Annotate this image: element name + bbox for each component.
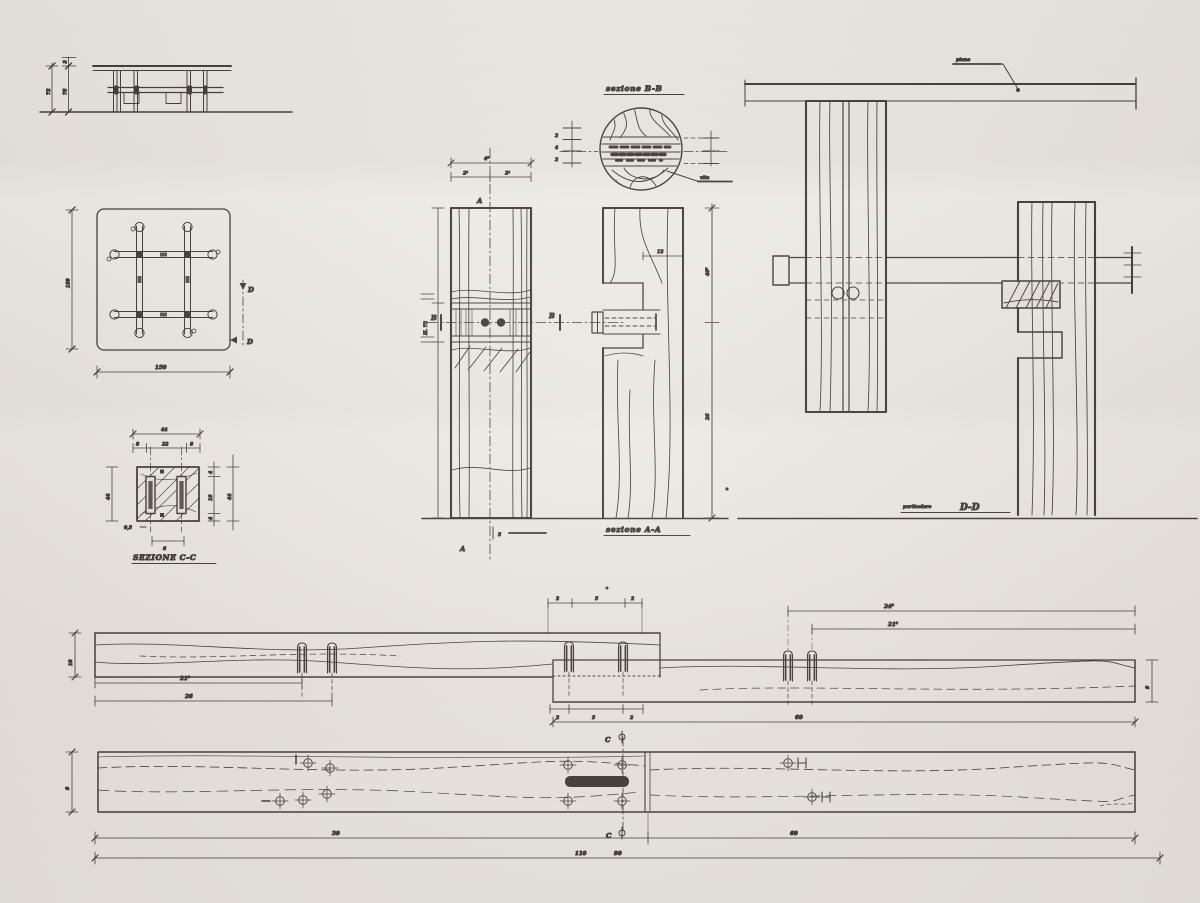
aa-notch-dim: 12	[657, 249, 663, 255]
lower-rail-view: C C 9 30 60 110 90	[65, 586, 1163, 865]
elevation-height-dim: 72	[46, 89, 52, 95]
tabletop-leader-label: piano	[956, 57, 970, 63]
detail-dd-view: piano	[738, 57, 1197, 519]
rail1-grain	[95, 641, 1135, 690]
rail1-lap-bottom-dim-2: 5	[592, 715, 595, 721]
section-b-marker-left: B	[430, 314, 437, 322]
upper-rail-view: 10 21³ 26 2 5 2 2 5 2 24⁵ 21⁵ 6	[68, 596, 1158, 727]
rail1-lap-top-dim-1: 2	[555, 596, 559, 602]
section-aa-board: 12	[592, 208, 683, 518]
rail1-dim-26: 26	[184, 694, 193, 700]
cc-right-dim-2: 18	[208, 494, 214, 501]
bb-left-dim-2: 4	[555, 145, 558, 151]
rail1-lap-bottom-dim-1: 2	[555, 715, 559, 721]
rail2-dim-110: 110	[575, 851, 587, 857]
rail2-dim-90: 90	[614, 851, 622, 857]
cc-top-dim: 44	[161, 427, 167, 433]
aa-right-dim-lower: 26	[705, 413, 711, 421]
section-b-marker-right: B	[548, 312, 555, 320]
cc-bottom-dim-2: 8	[163, 546, 167, 552]
front-elevation-view: 72 3 75	[40, 57, 292, 115]
screw-glyph-2	[822, 792, 830, 802]
section-a-marker-top: A	[476, 197, 482, 205]
cc-sub-dim-1: 8	[136, 442, 140, 448]
leg-grain	[452, 208, 530, 518]
rail1-right-dim-24: 24⁵	[883, 603, 895, 610]
cc-right-dim-3: 4	[208, 517, 214, 520]
cc-hatching	[137, 467, 199, 521]
bb-screw-label: vite	[700, 175, 710, 181]
elevation-top-thickness-dim: 3	[63, 60, 69, 64]
cc-right-total-dim: 44	[227, 494, 233, 500]
section-a-marker-bottom: A	[459, 545, 465, 553]
rail1-width-dim: 60	[795, 715, 803, 721]
rail2-height-dim: 9	[65, 786, 71, 790]
section-c-marker-bottom: C	[606, 832, 612, 840]
bb-left-dim-3: 2	[554, 157, 558, 163]
elevation-total-height-dim: 75	[63, 89, 69, 95]
rail1-lap-bottom-dim-3: 2	[629, 715, 633, 721]
section-c-marker-top: C	[605, 736, 611, 744]
section-aa-title: sezione A-A	[606, 525, 661, 534]
dd-left-leg-grain	[820, 101, 878, 412]
section-aa-group: B B 4⁵ 2¹ 2¹ A H. 72 A 5	[421, 148, 729, 560]
bb-wood-grain	[599, 108, 683, 192]
rail1-right-dim-21: 21⁵	[887, 621, 899, 628]
rail1-height-dim: 10	[68, 659, 74, 666]
cc-sub-dim-3: 8	[190, 442, 194, 448]
bolt-dots	[114, 85, 208, 95]
dd-right-leg-grain	[1032, 202, 1088, 515]
detail-dd-title: D-D	[959, 503, 980, 513]
section-cc-title: SEZIONE C-C	[133, 553, 196, 562]
joint-nubs	[136, 251, 191, 318]
plan-width-dim: 150	[155, 365, 167, 371]
aa-half-dim-2: 2¹	[504, 171, 510, 177]
rail2-dim-60: 60	[790, 831, 798, 837]
rail1-lap-top-dim-2: 5	[595, 596, 598, 602]
cc-right-dim-1: 4	[208, 471, 214, 474]
section-d-marker-bottom: D	[246, 338, 253, 346]
cc-left-dim: 44	[106, 494, 112, 500]
aa-right-dim-upper: 40⁵	[705, 268, 711, 276]
section-d-marker-top: D	[247, 286, 254, 294]
section-cc-view: 44 8 22 8 44 4 18 4 44 0,5	[105, 427, 240, 564]
section-bb-title: sezione B-B	[606, 84, 662, 93]
aa-top-dim: 4⁵	[484, 156, 489, 162]
rail1-lap-top-dim-3: 2	[630, 596, 634, 602]
bb-left-dim-1: 2	[554, 133, 558, 139]
cc-bottom-dim-1: 0,5	[124, 525, 132, 531]
screw-glyph-1	[798, 758, 806, 768]
aa-half-dim-1: 2¹	[462, 171, 468, 177]
rail1-dim-21: 21³	[179, 675, 191, 682]
aa-board-grain	[605, 208, 670, 518]
aa-scale-note: 5	[498, 532, 501, 538]
cc-sub-dim-2: 22	[161, 442, 168, 448]
plan-depth-dim: 150	[66, 278, 72, 288]
aa-height-note: H. 72	[423, 321, 429, 336]
detail-dd-title-word: particolare	[903, 504, 931, 510]
section-bb-detail: sezione B-B	[554, 84, 732, 192]
rail2-grain	[98, 756, 1135, 806]
rail1-end-dim: 9	[1145, 685, 1151, 689]
plan-view: 150 150 D D	[65, 207, 255, 378]
rail2-dim-30: 30	[332, 831, 340, 837]
